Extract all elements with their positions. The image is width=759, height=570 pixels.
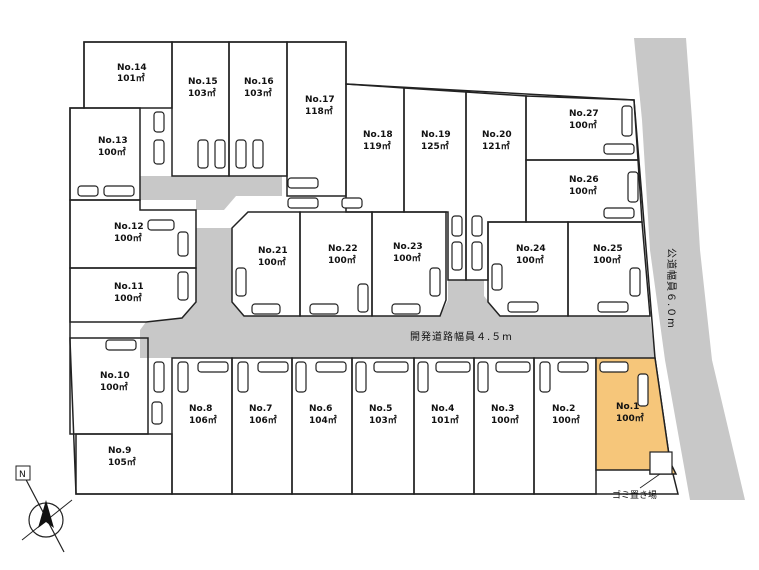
lot-label: No.11: [114, 282, 144, 292]
lot-area: 118㎡: [305, 105, 333, 117]
lot-area: 100㎡: [569, 119, 597, 131]
lot-area: 100㎡: [328, 254, 356, 266]
lot-label: No.18: [363, 130, 393, 140]
lot-area: 100㎡: [98, 146, 126, 158]
lot-area: 125㎡: [421, 140, 449, 152]
lot-area: 103㎡: [188, 87, 216, 99]
lot-label: No.15: [188, 77, 218, 87]
parking-icons: [77, 105, 649, 425]
lot-area: 100㎡: [616, 412, 644, 424]
lot-area: 103㎡: [244, 87, 272, 99]
lot-area: 100㎡: [258, 256, 286, 268]
north-arrow-icon: N: [15, 465, 73, 553]
lot-label: No.5: [369, 404, 392, 414]
lot-label: No.27: [569, 109, 599, 119]
lot-area: 106㎡: [189, 414, 217, 426]
lot-label: No.6: [309, 404, 332, 414]
lot-label: No.3: [491, 404, 514, 414]
lot-label: No.25: [593, 244, 623, 254]
lot-area: 121㎡: [482, 140, 510, 152]
lot-area: 119㎡: [363, 140, 391, 152]
lot-area: 100㎡: [516, 254, 544, 266]
lot-area: 101㎡: [117, 72, 145, 84]
lot-area: 100㎡: [491, 414, 519, 426]
lot-label: No.16: [244, 77, 274, 87]
lot-area: 100㎡: [393, 252, 421, 264]
lot-label: No.7: [249, 404, 272, 414]
lot-area: 100㎡: [593, 254, 621, 266]
lot-label: No.4: [431, 404, 454, 414]
lot-area: 101㎡: [431, 414, 459, 426]
lot-label: No.26: [569, 175, 599, 185]
lot-area: 100㎡: [114, 232, 142, 244]
lot-area: 104㎡: [309, 414, 337, 426]
lot-label: No.20: [482, 130, 512, 140]
lot-area: 103㎡: [369, 414, 397, 426]
lot-label: No.13: [98, 136, 128, 146]
garbage-area: [649, 451, 673, 475]
lot-area: 105㎡: [108, 456, 136, 468]
lot-area: 100㎡: [114, 292, 142, 304]
lot-labels: No.14 101㎡ No.15 103㎡ No.16 103㎡ No.17 1…: [98, 63, 644, 468]
lot-area: 100㎡: [100, 381, 128, 393]
north-letter: N: [19, 470, 26, 480]
lot-label: No.19: [421, 130, 451, 140]
internal-road-label: 開発道路幅員４.５m: [410, 330, 513, 343]
lot-label: No.1: [616, 402, 639, 412]
lot-label: No.8: [189, 404, 212, 414]
public-road-label: 公道幅員６.０m: [665, 248, 678, 329]
garbage-leader: [639, 473, 661, 489]
lot-label: No.9: [108, 446, 131, 456]
lot-area: 100㎡: [569, 185, 597, 197]
lot-label: No.23: [393, 242, 423, 252]
lot-label: No.10: [100, 371, 130, 381]
lot-outlines: [69, 41, 651, 495]
lot-label: No.22: [328, 244, 358, 254]
lot-label: No.17: [305, 95, 335, 105]
lot-label: No.12: [114, 222, 144, 232]
lot-label: No.2: [552, 404, 575, 414]
internal-road: [140, 176, 655, 358]
lot-label: No.14: [117, 63, 147, 73]
garbage-label: ゴミ置き場: [612, 489, 657, 501]
public-road: [634, 38, 745, 500]
lot-label: No.21: [258, 246, 288, 256]
lot-label: No.24: [516, 244, 546, 254]
lot-area: 106㎡: [249, 414, 277, 426]
lot-area: 100㎡: [552, 414, 580, 426]
